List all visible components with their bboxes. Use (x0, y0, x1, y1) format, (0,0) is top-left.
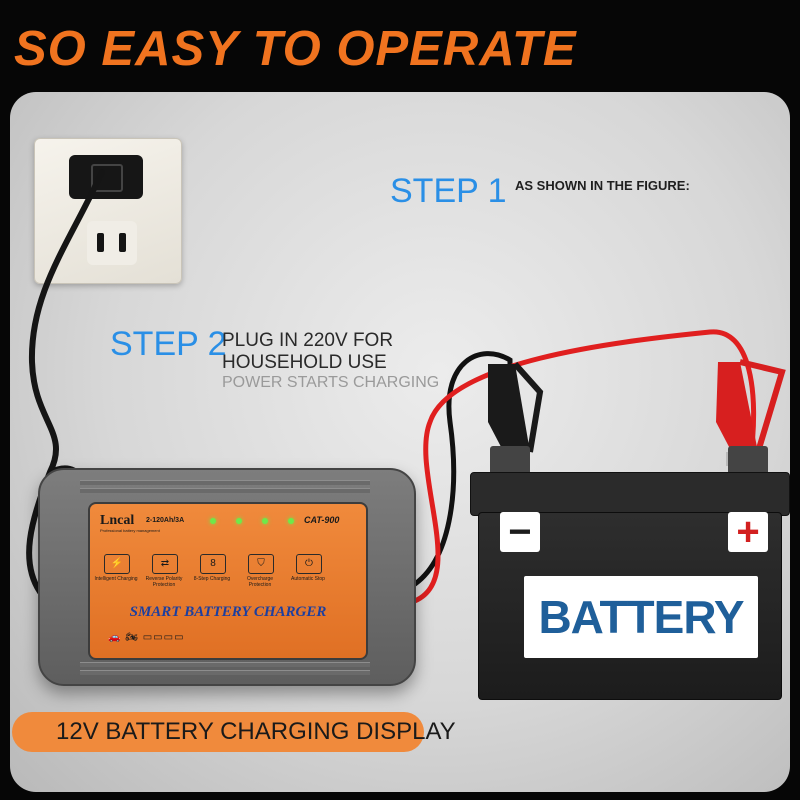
status-led (210, 518, 216, 524)
car-battery: − + BATTERY (470, 446, 790, 706)
step2-line-1: PLUG IN 220V FOR (222, 330, 394, 351)
vehicle-icons: 🚗 🏍 ▭▭▭▭ (108, 632, 185, 643)
charger-model: CAT-900 (304, 515, 340, 525)
status-led (288, 518, 294, 524)
feature-label: 8-Step Charging (193, 576, 231, 582)
feature-label: Reverse Polarity Protection (145, 576, 183, 588)
caption-text: 12V BATTERY CHARGING DISPLAY (56, 718, 456, 745)
negative-sign: − (500, 512, 540, 552)
status-led (236, 518, 242, 524)
step2-line-3: POWER STARTS CHARGING (222, 374, 440, 391)
battery-label: BATTERY (524, 576, 758, 658)
feature-label: Automatic Stop (291, 576, 325, 582)
charger-spec: 2-120Ah/3A (146, 517, 185, 524)
headline: SO EASY TO OPERATE (14, 22, 577, 76)
battery-charger: Lncal Professional battery management 2-… (38, 468, 416, 686)
outlet-slots (87, 221, 137, 265)
charger-brand: Lncal (100, 513, 135, 528)
reverse-polarity-icon: ⇄ (152, 554, 178, 574)
motorcycle-icon: 🏍 (125, 632, 139, 643)
step1-label: STEP 1 (390, 172, 507, 210)
feature-label: Intelligent Charging (94, 576, 138, 582)
intelligent-charging-icon: ⚡ (104, 554, 130, 574)
charger-front-panel: Lncal Professional battery management 2-… (88, 502, 368, 660)
outlet-socket-with-plug (69, 155, 143, 199)
positive-cable (409, 329, 757, 605)
positive-terminal (728, 446, 768, 476)
step2-label: STEP 2 (110, 325, 227, 363)
status-led (262, 518, 268, 524)
overcharge-shield-icon: ⛉ (248, 554, 274, 574)
car-icon: 🚗 (108, 632, 122, 643)
charger-brand-subtitle: Professional battery management (100, 528, 160, 533)
step2-line-2: HOUSEHOLD USE (222, 352, 387, 373)
positive-sign: + (728, 512, 768, 552)
eight-step-icon: 8 (200, 554, 226, 574)
negative-terminal (490, 446, 530, 476)
feature-label: Overcharge Protection (246, 576, 274, 588)
stop-icon: ⏻ (296, 554, 322, 574)
battery-lid (470, 472, 790, 516)
charger-title: SMART BATTERY CHARGER (129, 604, 327, 620)
power-cord (26, 169, 105, 595)
caption-pill: 12V BATTERY CHARGING DISPLAY (12, 712, 456, 752)
step1-description: AS SHOWN IN THE FIGURE: (515, 178, 690, 193)
battery-level-icon: ▭▭▭▭ (142, 632, 185, 643)
illustration-panel: STEP 1 AS SHOWN IN THE FIGURE: STEP 2 PL… (10, 92, 790, 792)
